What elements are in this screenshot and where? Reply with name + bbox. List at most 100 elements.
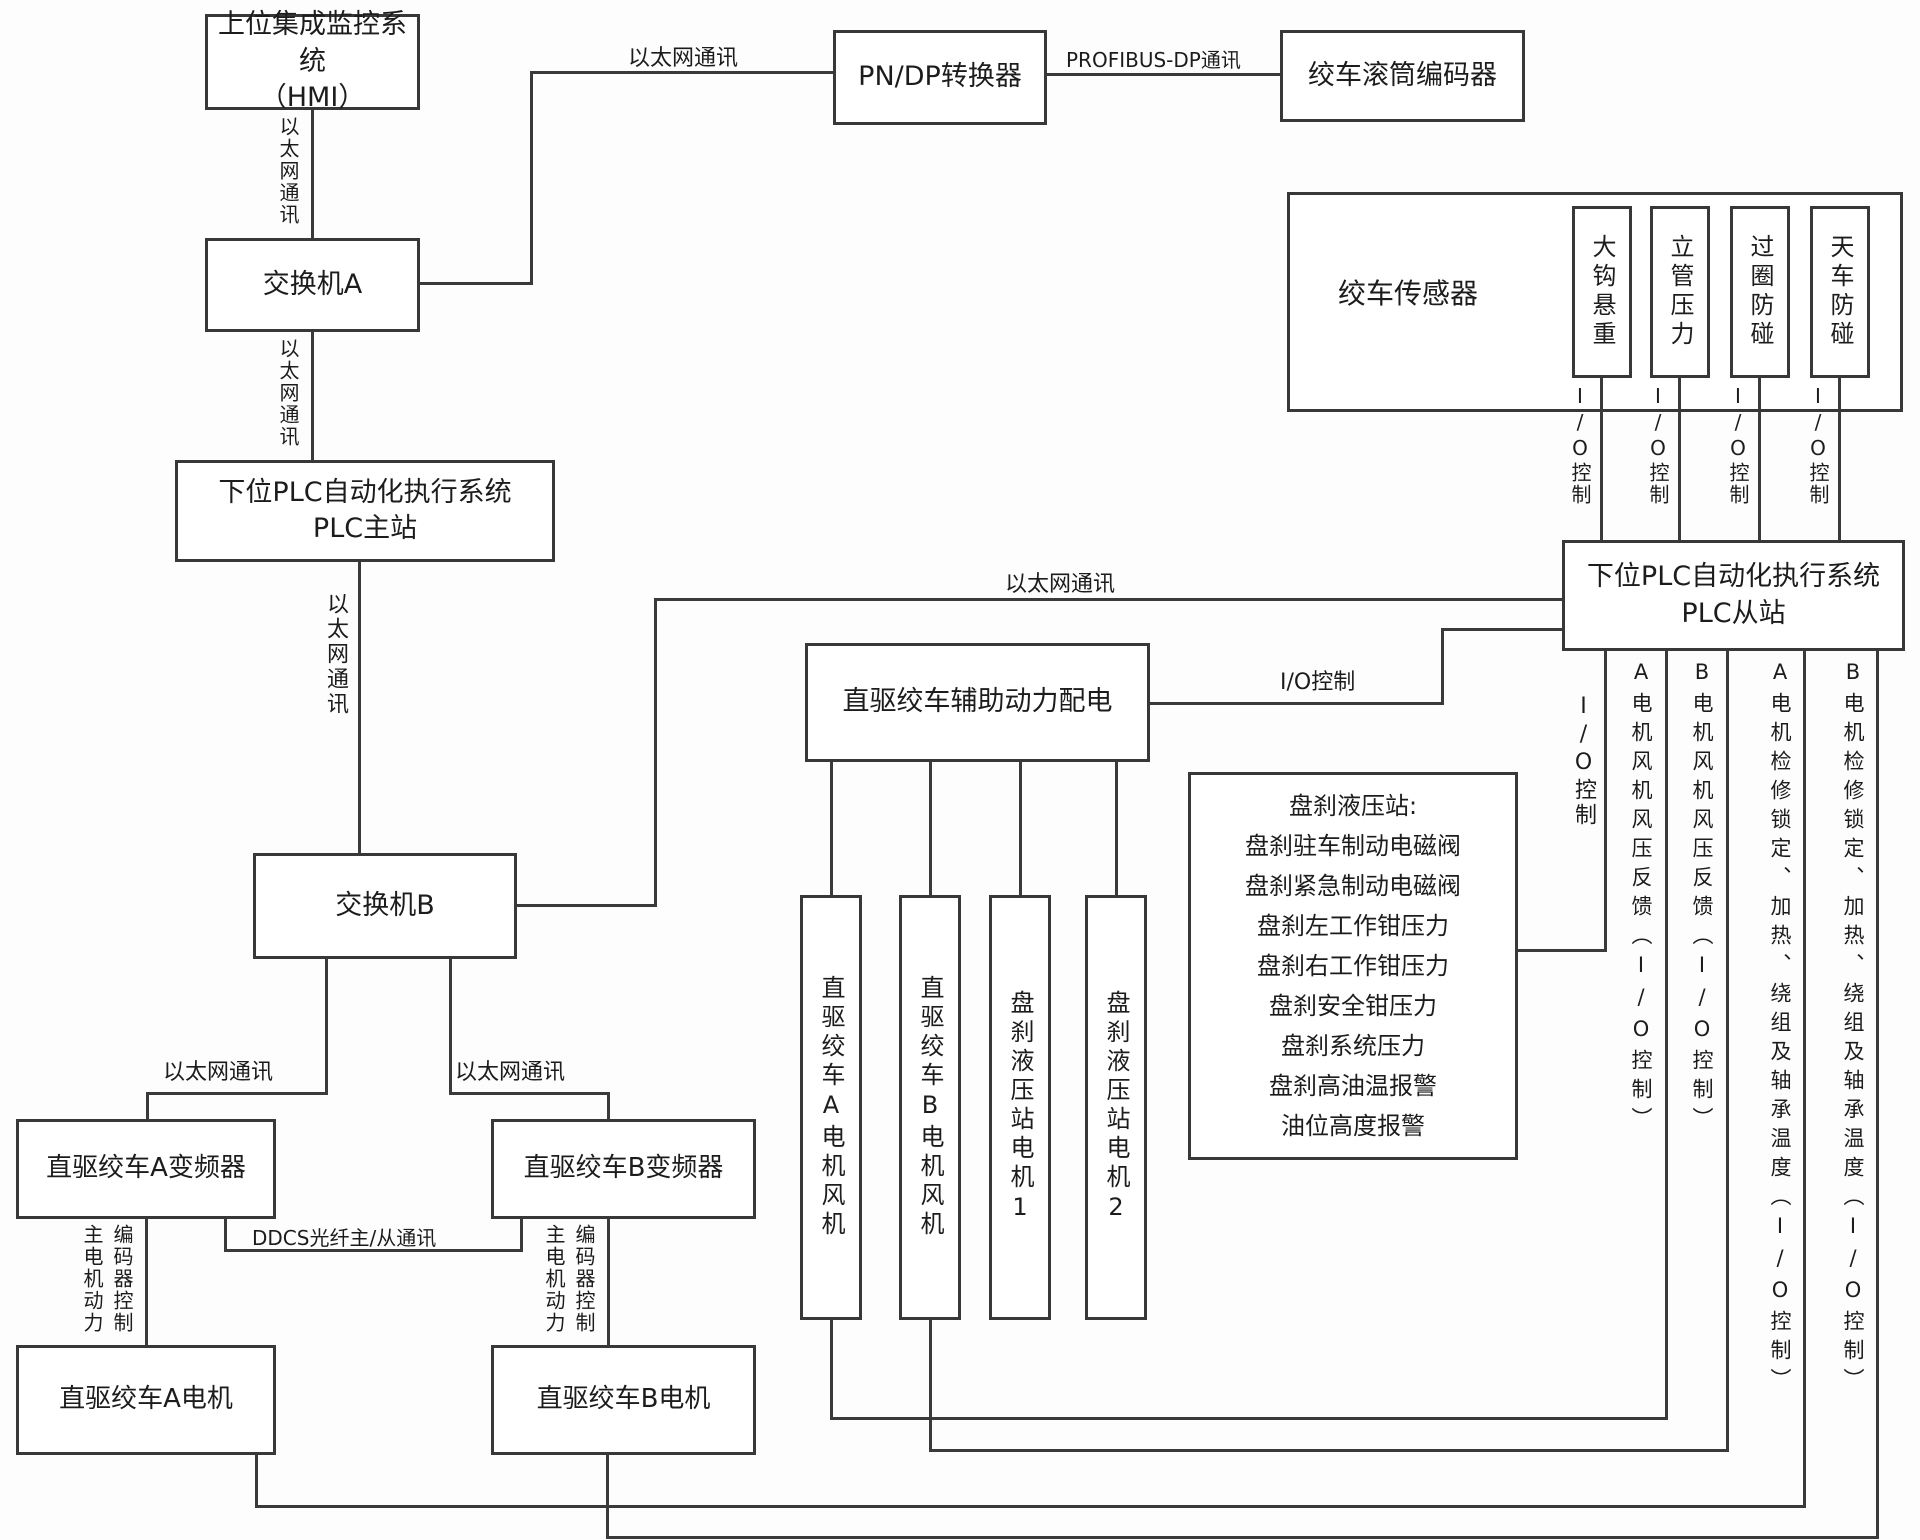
sensor-standpipe-pressure-box: 立管压力 xyxy=(1650,206,1710,378)
label-io-hydraulic: I/O控制 xyxy=(1571,694,1596,828)
connector-aux-fan-b xyxy=(929,762,932,895)
connector-switch-a-pndp xyxy=(530,71,833,74)
connector-fan-a-feedback xyxy=(830,1320,833,1420)
connector-switch-b-plc-slave xyxy=(654,598,1562,601)
connector-switch-b-vfd-a xyxy=(146,1092,328,1095)
hmi-label-line2: （HMI） xyxy=(259,82,366,114)
connector-switch-a-plc-master xyxy=(311,332,314,460)
label-main-motor-power-b: 主电机动力 xyxy=(542,1224,566,1334)
label-io-aux-plc-slave: I/O控制 xyxy=(1280,670,1356,695)
connector-vfd-b-motor-b xyxy=(607,1219,610,1345)
connector-hmi-switch-a xyxy=(311,110,314,238)
connector-fan-b-feedback xyxy=(929,1449,1729,1452)
connector-fan-b-feedback xyxy=(1726,651,1729,1452)
motor-b-box: 直驱绞车B电机 xyxy=(491,1345,756,1455)
connector-fan-b-feedback xyxy=(929,1320,932,1452)
hydraulic-station-line: 盘刹高油温报警 xyxy=(1269,1072,1437,1100)
label-io-sensor-1: I/O控制 xyxy=(1568,384,1592,506)
label-ethernet-switch-b-plc-slave: 以太网通讯 xyxy=(1005,572,1116,597)
connector-motor-b-feedback xyxy=(606,1455,609,1539)
plc-slave-label-line1: 下位PLC自动化执行系统 xyxy=(1586,561,1881,593)
connector-switch-b-vfd-a xyxy=(146,1092,149,1119)
hydraulic-station-line: 盘刹驻车制动电磁阀 xyxy=(1245,832,1461,860)
label-ddcs: DDCS光纤主/从通讯 xyxy=(252,1226,437,1250)
connector-sensor-standpipe-plc xyxy=(1678,378,1681,540)
connector-ddcs-link xyxy=(224,1219,227,1252)
connector-aux-fan-a xyxy=(830,762,833,895)
fan-b-label: 直驱绞车B电机风机 xyxy=(916,975,944,1240)
label-io-sensor-4: I/O控制 xyxy=(1806,384,1830,506)
sensor-standpipe-pressure-label: 立管压力 xyxy=(1666,234,1694,350)
motor-b-label: 直驱绞车B电机 xyxy=(536,1384,711,1415)
label-encoder-control-b: 编码器控制 xyxy=(572,1224,596,1334)
label-profibus: PROFIBUS-DP通讯 xyxy=(1066,48,1241,72)
label-ethernet-switch-b-vfd-a: 以太网通讯 xyxy=(163,1060,274,1085)
connector-switch-b-vfd-b xyxy=(607,1092,610,1119)
fan-a-box: 直驱绞车A电机风机 xyxy=(800,895,862,1320)
connector-motor-b-feedback xyxy=(1876,651,1879,1539)
label-motor-b-feedback: B电机检修锁定、加热、绕组及轴承温度（I/O控制） xyxy=(1841,660,1865,1397)
connector-aux-plc-slave xyxy=(1441,628,1562,631)
connector-ddcs-link xyxy=(224,1249,523,1252)
connector-sensor-hook-load-plc xyxy=(1600,378,1603,540)
vfd-a-label: 直驱绞车A变频器 xyxy=(46,1153,246,1184)
sensor-overwind-box: 过圈防碰 xyxy=(1730,206,1790,378)
hyd-motor-1-label: 盘刹液压站电机1 xyxy=(1006,989,1034,1226)
label-ethernet-hmi-switch-a: 以太网通讯 xyxy=(276,116,300,226)
connector-sensor-crown-plc xyxy=(1838,378,1841,540)
hyd-motor-2-box: 盘刹液压站电机2 xyxy=(1085,895,1147,1320)
sensor-hook-load-box: 大钩悬重 xyxy=(1572,206,1632,378)
sensor-crown-block-box: 天车防碰 xyxy=(1810,206,1870,378)
sensor-hook-load-label: 大钩悬重 xyxy=(1588,234,1616,350)
connector-motor-a-feedback xyxy=(255,1505,1806,1508)
label-ethernet-switch-a-plc-master: 以太网通讯 xyxy=(276,338,300,448)
connector-aux-plc-slave xyxy=(1441,628,1444,705)
fan-b-box: 直驱绞车B电机风机 xyxy=(899,895,961,1320)
plc-master-label-line2: PLC主站 xyxy=(312,513,418,544)
plc-master-label-line1: 下位PLC自动化执行系统 xyxy=(218,476,512,508)
vfd-a-box: 直驱绞车A变频器 xyxy=(16,1119,276,1219)
connector-sensor-overwind-plc xyxy=(1758,378,1761,540)
winch-sensors-title: 绞车传感器 xyxy=(1338,277,1479,310)
aux-power-label: 直驱绞车辅助动力配电 xyxy=(842,686,1113,718)
hydraulic-station-line: 盘刹液压站: xyxy=(1288,792,1418,820)
plc-slave-box: 下位PLC自动化执行系统 PLC从站 xyxy=(1562,540,1905,651)
connector-aux-hyd-1 xyxy=(1019,762,1022,895)
plc-master-box: 下位PLC自动化执行系统 PLC主站 xyxy=(175,460,555,562)
hmi-box: 上位集成监控系统 （HMI） xyxy=(205,9,420,113)
connector-motor-b-feedback xyxy=(606,1536,1879,1539)
vfd-b-box: 直驱绞车B变频器 xyxy=(491,1119,756,1219)
sensor-crown-block-label: 天车防碰 xyxy=(1826,234,1854,350)
plc-slave-label-line2: PLC从站 xyxy=(1681,597,1786,629)
hydraulic-station-line: 盘刹右工作钳压力 xyxy=(1257,952,1449,980)
connector-switch-b-vfd-b xyxy=(449,1092,610,1095)
connector-fan-a-feedback xyxy=(830,1417,1668,1420)
motor-a-box: 直驱绞车A电机 xyxy=(16,1345,276,1455)
motor-a-label: 直驱绞车A电机 xyxy=(59,1384,233,1415)
connector-plc-master-switch-b xyxy=(358,562,361,853)
label-ethernet-switch-a-pndp: 以太网通讯 xyxy=(628,46,739,71)
aux-power-box: 直驱绞车辅助动力配电 xyxy=(805,643,1150,762)
switch-a-box: 交换机A xyxy=(205,238,420,332)
connector-hydraulic-plc xyxy=(1604,651,1607,952)
connector-vfd-a-motor-a xyxy=(145,1219,148,1345)
pndp-converter-box: PN/DP转换器 xyxy=(833,30,1047,125)
hydraulic-station-box: 盘刹液压站: 盘刹驻车制动电磁阀 盘刹紧急制动电磁阀 盘刹左工作钳压力 盘刹右工… xyxy=(1188,772,1518,1160)
label-fan-b-feedback: B电机风机风压反馈（I/O控制） xyxy=(1690,660,1714,1136)
label-fan-a-feedback: A电机风机风压反馈（I/O控制） xyxy=(1629,660,1653,1136)
switch-a-label: 交换机A xyxy=(262,268,363,300)
connector-aux-plc-slave xyxy=(1150,702,1444,705)
connector-motor-a-feedback xyxy=(1803,651,1806,1508)
sensor-overwind-label: 过圈防碰 xyxy=(1746,234,1774,350)
connector-aux-hyd-2 xyxy=(1115,762,1118,895)
label-io-sensor-2: I/O控制 xyxy=(1646,384,1670,506)
label-main-motor-power-a: 主电机动力 xyxy=(80,1224,104,1334)
connector-switch-a-pndp xyxy=(420,282,533,285)
label-motor-a-feedback: A电机检修锁定、加热、绕组及轴承温度（I/O控制） xyxy=(1768,660,1792,1397)
drum-encoder-box: 绞车滚筒编码器 xyxy=(1280,30,1525,122)
hydraulic-station-line: 盘刹左工作钳压力 xyxy=(1257,912,1449,940)
hydraulic-station-line: 盘刹系统压力 xyxy=(1281,1032,1425,1060)
switch-b-label: 交换机B xyxy=(335,889,435,921)
connector-ddcs-link xyxy=(520,1219,523,1252)
